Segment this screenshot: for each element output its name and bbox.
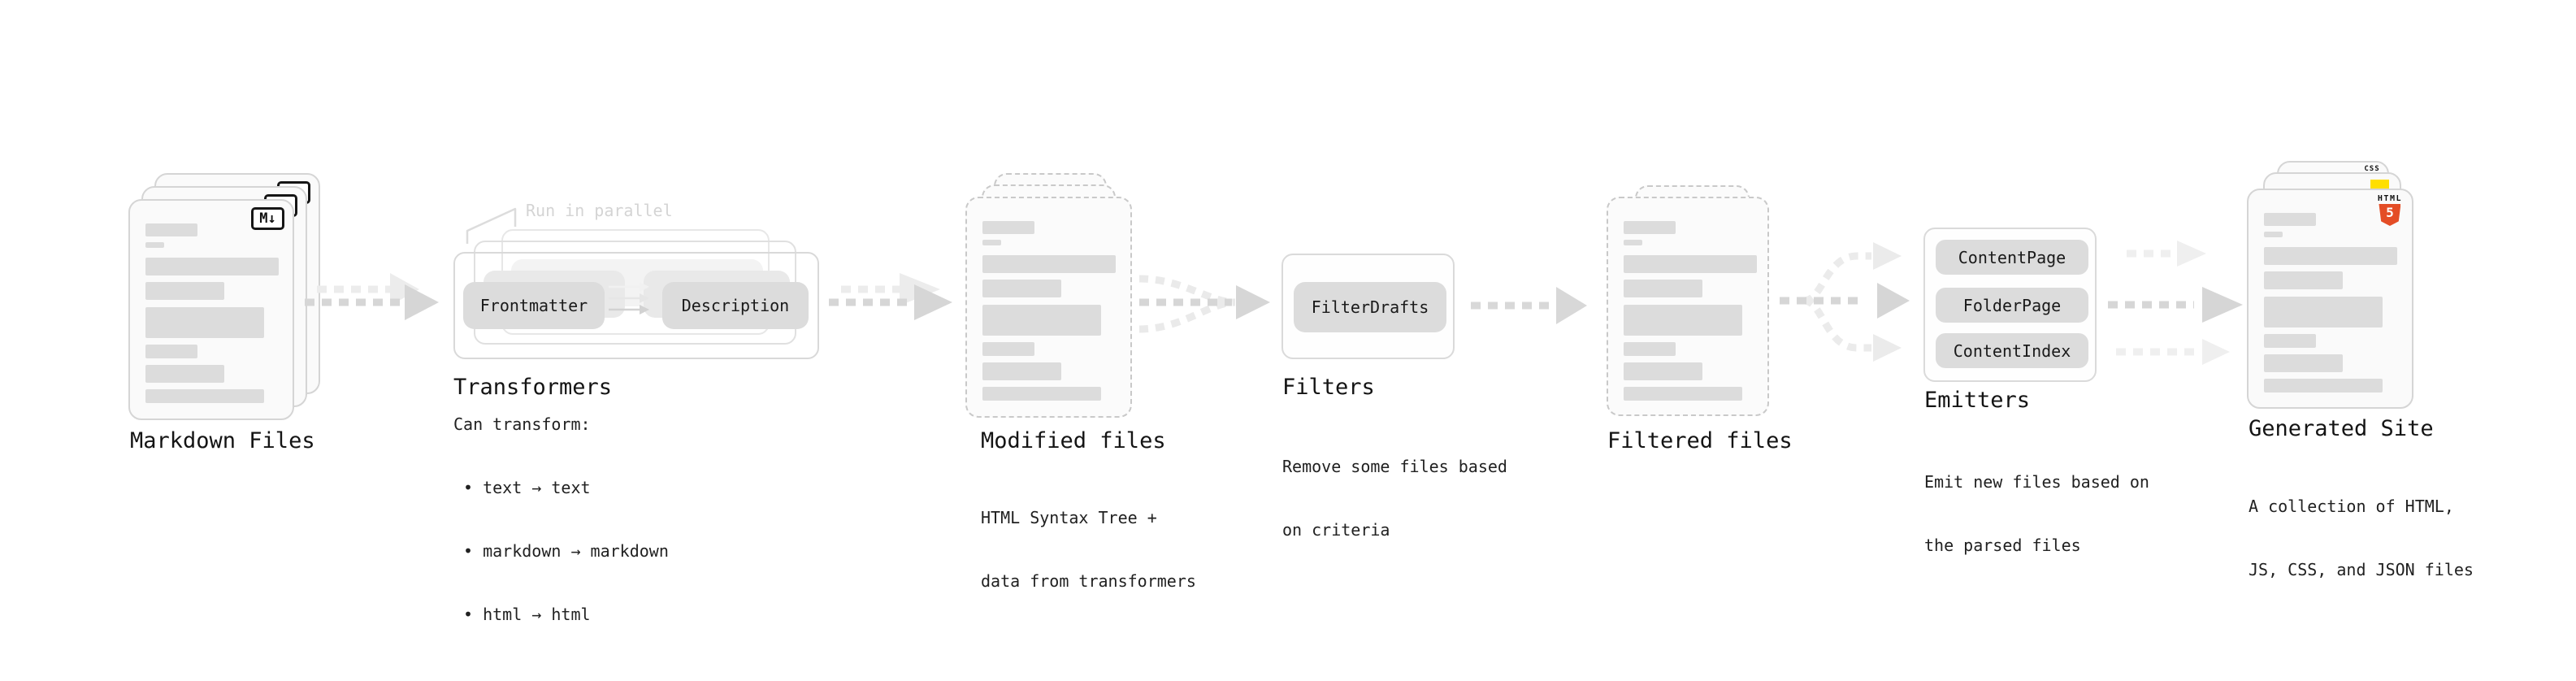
filters-card: FilterDrafts xyxy=(1281,254,1455,359)
split-arrow-filtered-to-emitters xyxy=(1780,242,1910,362)
emitters-description: Emit new files based on the parsed files xyxy=(1924,429,2149,577)
markdown-file-card-front: M↓ xyxy=(128,199,294,420)
filterdrafts-pill: FilterDrafts xyxy=(1294,282,1446,332)
document-content-placeholder xyxy=(1624,221,1757,401)
description-line: on criteria xyxy=(1282,520,1390,540)
emitters-label: Emitters xyxy=(1924,388,2031,413)
description-transformer-pill: Description xyxy=(662,282,809,329)
flow-arrows-emitters-to-generated xyxy=(2108,241,2243,365)
modified-files-description: HTML Syntax Tree + data from transformer… xyxy=(981,465,1196,613)
transformer-container-front: Frontmatter Description xyxy=(453,252,819,359)
description-line: Emit new files based on xyxy=(1924,472,2149,492)
frontmatter-transformer-pill: Frontmatter xyxy=(463,282,605,329)
run-in-parallel-annotation: Run in parallel xyxy=(526,201,673,220)
contentpage-emitter-pill: ContentPage xyxy=(1936,240,2088,275)
flow-arrow-filters-to-filtered xyxy=(1471,287,1587,324)
filters-description: Remove some files based on criteria xyxy=(1282,414,1507,562)
description-line: HTML Syntax Tree + xyxy=(981,508,1157,527)
modified-files-label: Modified files xyxy=(981,428,1166,453)
generated-site-card-html: HTML 5 xyxy=(2247,189,2413,409)
filters-label: Filters xyxy=(1282,375,1375,400)
filtered-file-card-front xyxy=(1607,197,1769,416)
bullet-item: • text → text xyxy=(463,478,591,497)
transformers-description-heading: Can transform: xyxy=(453,414,591,434)
bullet-item: • html → html xyxy=(463,605,591,624)
description-line: Remove some files based xyxy=(1282,457,1507,476)
css-badge-text: CSS xyxy=(2364,165,2380,173)
merge-arrow-modified-to-filters xyxy=(1138,275,1270,333)
html5-logo-icon: HTML 5 xyxy=(2378,194,2402,226)
transformers-bullet-list: • text → text • markdown → markdown • ht… xyxy=(463,435,669,646)
description-line: JS, CSS, and JSON files xyxy=(2249,560,2474,579)
document-content-placeholder xyxy=(2264,213,2397,393)
flow-arrow-transformers-to-modified xyxy=(829,273,952,320)
document-content-placeholder xyxy=(145,223,279,403)
html5-word: HTML xyxy=(2377,194,2402,203)
description-line: A collection of HTML, xyxy=(2249,497,2454,516)
generated-site-description: A collection of HTML, JS, CSS, and JSON … xyxy=(2249,453,2474,601)
folderpage-emitter-pill: FolderPage xyxy=(1936,288,2088,323)
generated-site-label: Generated Site xyxy=(2249,416,2434,441)
markdown-files-label: Markdown Files xyxy=(130,428,315,453)
transformers-label: Transformers xyxy=(453,375,613,400)
flow-arrow-markdown-to-transformers xyxy=(305,273,439,320)
parallel-arrows-icon xyxy=(609,282,649,314)
markdown-badge-icon: M↓ xyxy=(251,207,284,230)
document-content-placeholder xyxy=(982,221,1116,401)
js-file-icon xyxy=(2370,180,2389,189)
run-in-parallel-leader-line xyxy=(466,207,517,244)
filtered-files-label: Filtered files xyxy=(1607,428,1793,453)
description-line: the parsed files xyxy=(1924,536,2081,555)
contentindex-emitter-pill: ContentIndex xyxy=(1936,333,2088,368)
modified-file-card-front xyxy=(965,197,1132,418)
description-line: data from transformers xyxy=(981,571,1196,591)
html5-number: 5 xyxy=(2386,205,2394,220)
bullet-item: • markdown → markdown xyxy=(463,541,669,561)
emitters-card: ContentPage FolderPage ContentIndex xyxy=(1923,228,2097,382)
